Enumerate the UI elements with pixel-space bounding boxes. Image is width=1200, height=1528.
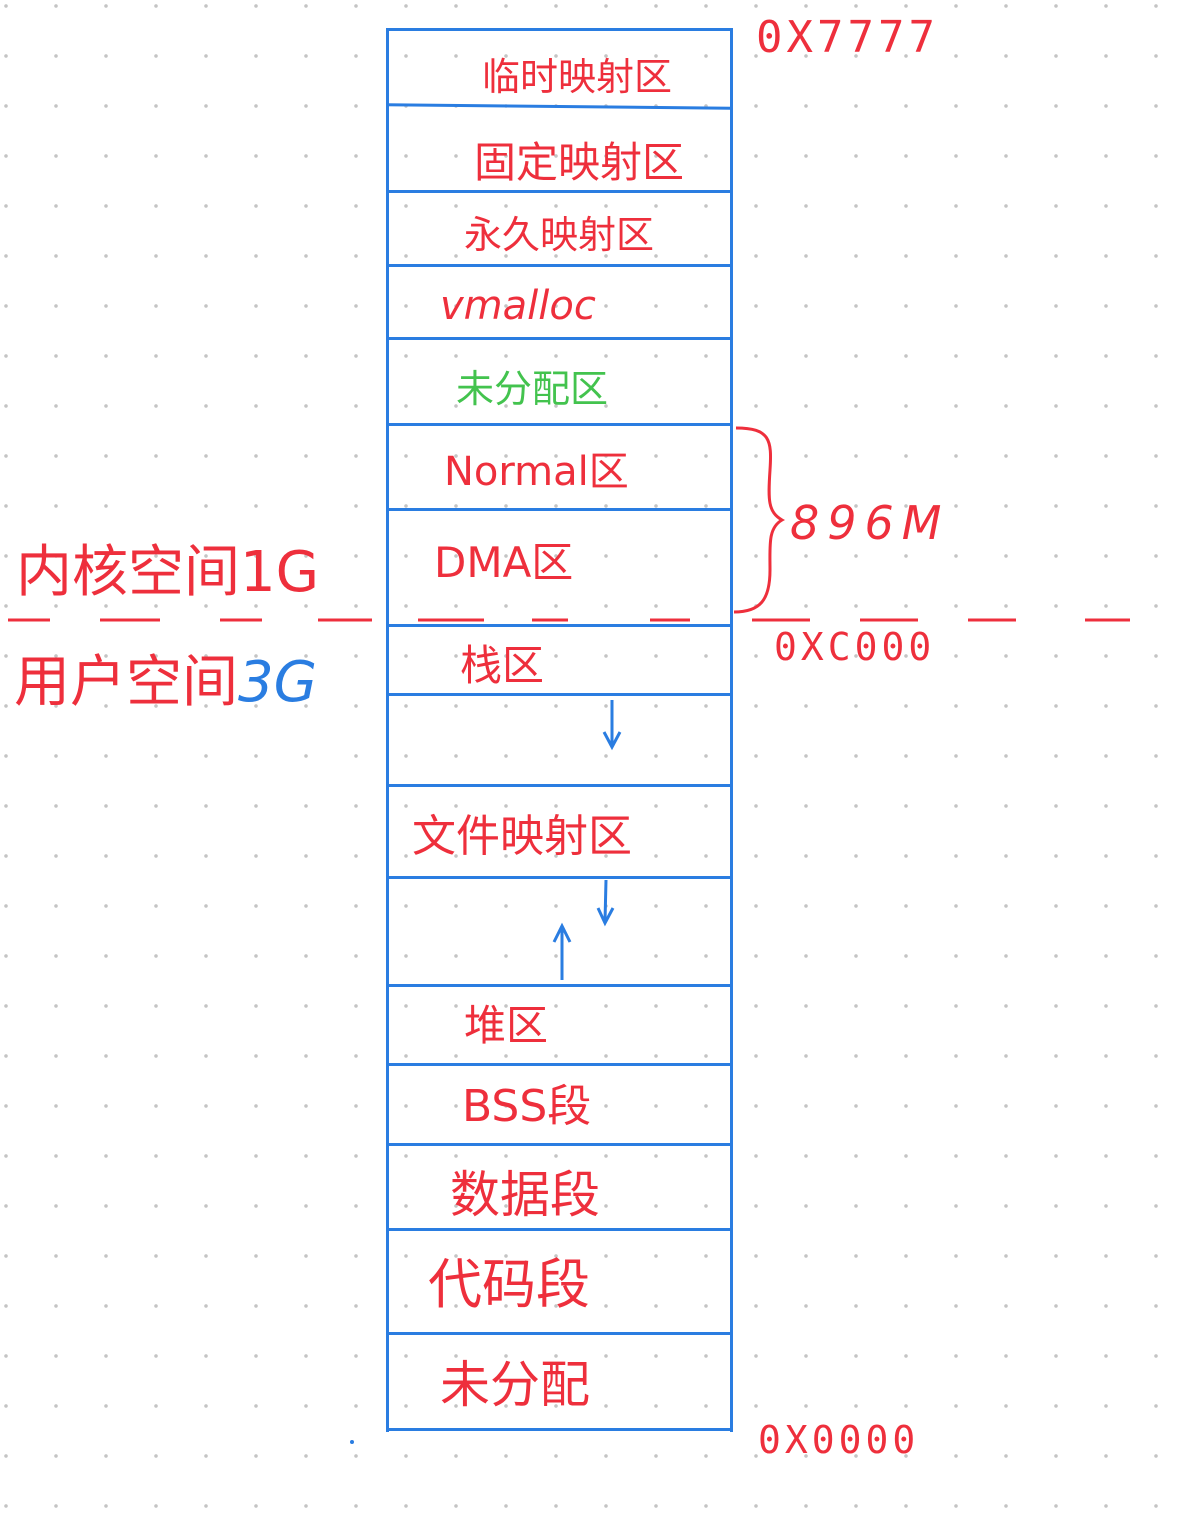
divider bbox=[386, 1228, 731, 1231]
address-bottom: 0X0000 bbox=[758, 1418, 920, 1462]
stray-dot bbox=[350, 1440, 354, 1444]
region-dma: DMA区 bbox=[434, 538, 574, 587]
memory-column bbox=[386, 28, 733, 1432]
region-data: 数据段 bbox=[450, 1166, 600, 1224]
divider bbox=[386, 1332, 731, 1335]
divider bbox=[386, 984, 731, 987]
divider bbox=[386, 693, 731, 696]
divider bbox=[386, 1063, 731, 1066]
region-code: 代码段 bbox=[428, 1253, 590, 1316]
arrow-down-stack-icon bbox=[602, 700, 622, 751]
region-fixed-mapping: 固定映射区 bbox=[474, 138, 685, 187]
divider bbox=[386, 1428, 731, 1431]
region-heap: 堆区 bbox=[464, 1001, 549, 1050]
brace-896m bbox=[733, 426, 786, 614]
kernel-space-label: 内核空间1G bbox=[16, 540, 320, 605]
user-space-text: 用户空间 bbox=[14, 650, 238, 715]
divider bbox=[386, 624, 731, 627]
region-permanent-mapping: 永久映射区 bbox=[464, 213, 655, 257]
divider bbox=[386, 337, 731, 340]
divider bbox=[386, 1143, 731, 1146]
region-temp-mapping: 临时映射区 bbox=[482, 55, 673, 99]
arrow-down-mmap-icon bbox=[596, 879, 615, 927]
address-split: 0XC000 bbox=[774, 625, 936, 669]
brace-label-896m: 896M bbox=[790, 496, 950, 550]
region-unallocated-user: 未分配 bbox=[440, 1356, 590, 1414]
address-top: 0X7777 bbox=[756, 12, 939, 63]
region-normal: Normal区 bbox=[444, 449, 629, 495]
divider bbox=[386, 423, 731, 426]
region-file-mapping: 文件映射区 bbox=[412, 811, 632, 862]
divider bbox=[386, 190, 731, 193]
divider bbox=[386, 264, 731, 267]
region-unallocated-kernel: 未分配区 bbox=[456, 367, 609, 411]
user-space-size: 3G bbox=[238, 650, 318, 715]
divider bbox=[386, 784, 731, 787]
divider bbox=[386, 28, 731, 31]
region-bss: BSS段 bbox=[462, 1081, 592, 1132]
region-vmalloc: vmalloc bbox=[440, 283, 596, 329]
divider bbox=[386, 508, 731, 511]
user-space-label: 用户空间3G bbox=[14, 655, 317, 711]
region-stack: 栈区 bbox=[460, 641, 545, 690]
divider bbox=[386, 876, 731, 879]
arrow-up-heap-icon bbox=[552, 922, 572, 980]
